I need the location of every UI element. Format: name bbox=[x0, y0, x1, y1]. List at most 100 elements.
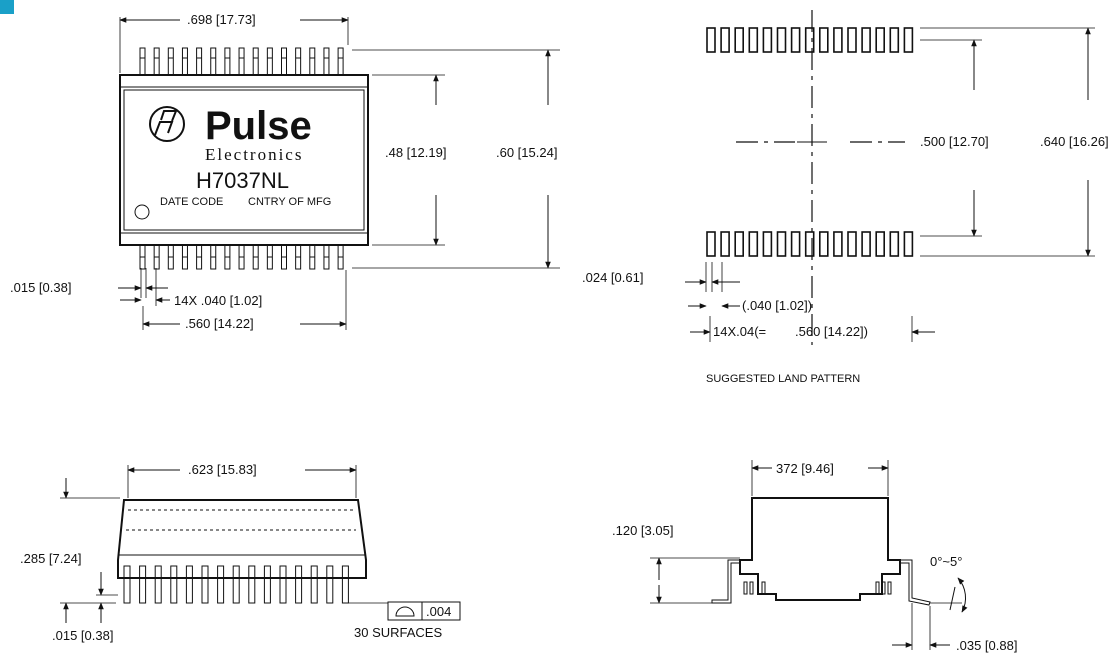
land-pad bbox=[790, 231, 801, 257]
dim-side-length: .623 [15.83] bbox=[188, 462, 257, 477]
pulse-logo: Pulse Electronics bbox=[149, 104, 312, 164]
flatness-surfaces: 30 SURFACES bbox=[354, 625, 442, 640]
dim-land-row-height: .500 [12.70] bbox=[920, 134, 989, 149]
land-pad bbox=[734, 27, 745, 53]
land-pad bbox=[762, 231, 773, 257]
side-lead bbox=[232, 565, 240, 604]
dim-angle: 0°~5° bbox=[930, 554, 962, 569]
side-lead bbox=[341, 565, 349, 604]
land-pad bbox=[720, 231, 730, 257]
land-pad bbox=[776, 231, 787, 257]
land-pad bbox=[903, 231, 914, 257]
land-pad bbox=[748, 231, 759, 257]
land-pad bbox=[833, 231, 843, 257]
end-pin bbox=[761, 581, 766, 595]
side-lead bbox=[185, 565, 193, 604]
side-lead bbox=[248, 565, 256, 604]
dim-land-overall: .640 [16.26] bbox=[1040, 134, 1109, 149]
dim-land-span-prefix: 14X.04(= bbox=[713, 324, 766, 339]
end-pin bbox=[749, 581, 754, 595]
top-lead bbox=[153, 47, 160, 76]
land-pad bbox=[818, 27, 829, 53]
side-lead bbox=[123, 565, 131, 604]
end-pins bbox=[743, 581, 892, 595]
dim-lead-height: .120 [3.05] bbox=[612, 523, 673, 538]
dim-lead-width: .015 [0.38] bbox=[10, 280, 71, 295]
land-pad bbox=[847, 231, 857, 257]
land-pad bbox=[903, 27, 914, 53]
land-pattern-view: .500 [12.70] .640 [16.26] .024 [0.61] (.… bbox=[582, 10, 1109, 385]
top-lead bbox=[196, 47, 203, 76]
dim-side-height: .285 [7.24] bbox=[20, 551, 81, 566]
side-view: .623 [15.83] .285 [7.24] .015 [0.38] .00… bbox=[20, 462, 461, 643]
top-lead bbox=[167, 47, 174, 76]
side-lead bbox=[170, 565, 178, 604]
country-label: CNTRY OF MFG bbox=[248, 196, 331, 208]
part-number: H7037NL bbox=[196, 168, 289, 193]
top-lead bbox=[266, 47, 273, 76]
land-pattern-title: SUGGESTED LAND PATTERN bbox=[706, 373, 860, 385]
top-lead bbox=[210, 47, 217, 76]
side-leads bbox=[123, 565, 349, 604]
land-pad bbox=[790, 27, 801, 53]
dim-foot-length: .035 [0.88] bbox=[956, 638, 1017, 653]
land-pad bbox=[706, 231, 716, 257]
dim-row-span: .560 [14.22] bbox=[185, 316, 254, 331]
side-lead bbox=[201, 565, 209, 604]
dim-pad-width: .024 [0.61] bbox=[582, 270, 643, 285]
top-lead bbox=[139, 47, 146, 76]
side-lead bbox=[263, 565, 271, 604]
land-pad bbox=[861, 231, 871, 257]
dim-land-span-value: .560 [14.22]) bbox=[795, 324, 868, 339]
land-pad bbox=[804, 27, 815, 53]
pin1-marker bbox=[134, 204, 150, 220]
dim-land-pitch: (.040 [1.02]) bbox=[742, 298, 812, 313]
end-body bbox=[739, 497, 901, 601]
date-code-label: DATE CODE bbox=[160, 196, 223, 208]
logo-subtext: Electronics bbox=[205, 145, 303, 164]
land-pad bbox=[889, 27, 900, 53]
end-pin bbox=[743, 581, 748, 595]
end-pin bbox=[875, 581, 880, 595]
side-lead bbox=[217, 565, 225, 604]
land-pad bbox=[861, 27, 871, 53]
side-lead bbox=[154, 565, 162, 604]
top-lead bbox=[252, 47, 259, 76]
bottom-leads bbox=[139, 244, 344, 270]
dim-pitch: 14X .040 [1.02] bbox=[174, 293, 262, 308]
land-pad bbox=[734, 231, 745, 257]
top-lead bbox=[224, 47, 231, 76]
land-pad bbox=[875, 231, 886, 257]
land-pad bbox=[804, 231, 815, 257]
land-pad bbox=[720, 27, 730, 53]
land-pad bbox=[875, 27, 886, 53]
corner-tab bbox=[0, 0, 14, 14]
side-body bbox=[117, 499, 367, 579]
land-pad bbox=[762, 27, 773, 53]
side-lead bbox=[139, 565, 147, 604]
bottom-pad-row bbox=[706, 231, 914, 257]
logo-text: Pulse bbox=[205, 104, 312, 148]
land-pad bbox=[706, 27, 716, 53]
top-lead bbox=[337, 47, 344, 76]
dim-overall-height: .60 [15.24] bbox=[496, 145, 557, 160]
top-lead bbox=[281, 47, 287, 76]
end-pin bbox=[887, 581, 892, 595]
flatness-frame bbox=[387, 601, 461, 621]
side-lead bbox=[279, 565, 287, 604]
end-pin bbox=[881, 581, 886, 595]
land-pad bbox=[748, 27, 759, 53]
land-pad bbox=[833, 27, 843, 53]
side-lead bbox=[295, 565, 303, 604]
land-pad bbox=[818, 231, 829, 257]
top-view: Pulse Electronics H7037NL DATE CODE CNTR… bbox=[10, 12, 560, 331]
land-pad bbox=[847, 27, 857, 53]
land-pad bbox=[889, 231, 900, 257]
end-view: 372 [9.46] .120 [3.05] 0°~5° .035 [0.88] bbox=[612, 460, 1017, 653]
dim-standoff: .015 [0.38] bbox=[52, 628, 113, 643]
top-leads bbox=[139, 47, 344, 76]
dim-body-height: .48 [12.19] bbox=[385, 145, 446, 160]
land-pad bbox=[776, 27, 787, 53]
top-lead bbox=[238, 47, 245, 76]
